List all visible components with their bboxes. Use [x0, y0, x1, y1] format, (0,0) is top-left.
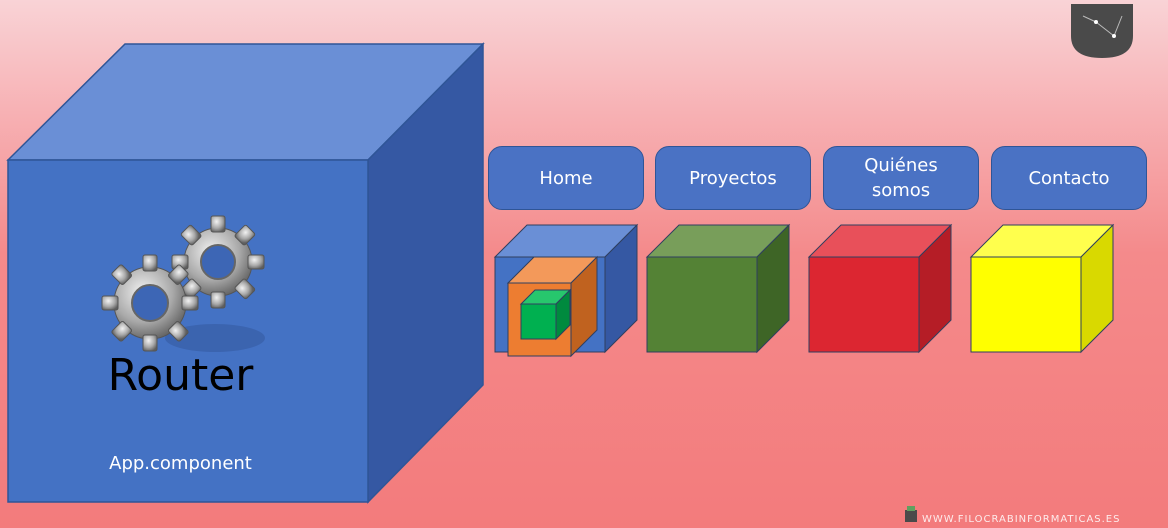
quienes-somos-cube: [807, 223, 953, 354]
quienes-somos-cube-front: [808, 256, 920, 353]
page-cubes: [493, 223, 1115, 358]
home-nested-2-cube: [519, 288, 572, 341]
proyectos-cube: [645, 223, 791, 354]
watermark-text: WWW.FILOCRABINFORMATICAS.ES: [922, 514, 1121, 525]
nav-button-contacto[interactable]: Contacto: [991, 146, 1147, 210]
router-title: Router: [107, 350, 254, 401]
nav-button-proyectos[interactable]: Proyectos: [655, 146, 811, 210]
contacto-cube: [969, 223, 1115, 354]
router-cube: [6, 42, 485, 504]
watermark-logo-icon: [905, 506, 917, 522]
contacto-cube-front: [970, 256, 1082, 353]
app-component-label: App.component: [109, 453, 252, 474]
home-nested-2-cube-front: [520, 303, 557, 340]
proyectos-cube-front: [646, 256, 758, 353]
nav-button-home[interactable]: Home: [488, 146, 644, 210]
shield-logo-icon: [1071, 4, 1133, 58]
gears-icon: [101, 215, 265, 352]
nav-button-quienes-somos[interactable]: Quiénes somos: [823, 146, 979, 210]
